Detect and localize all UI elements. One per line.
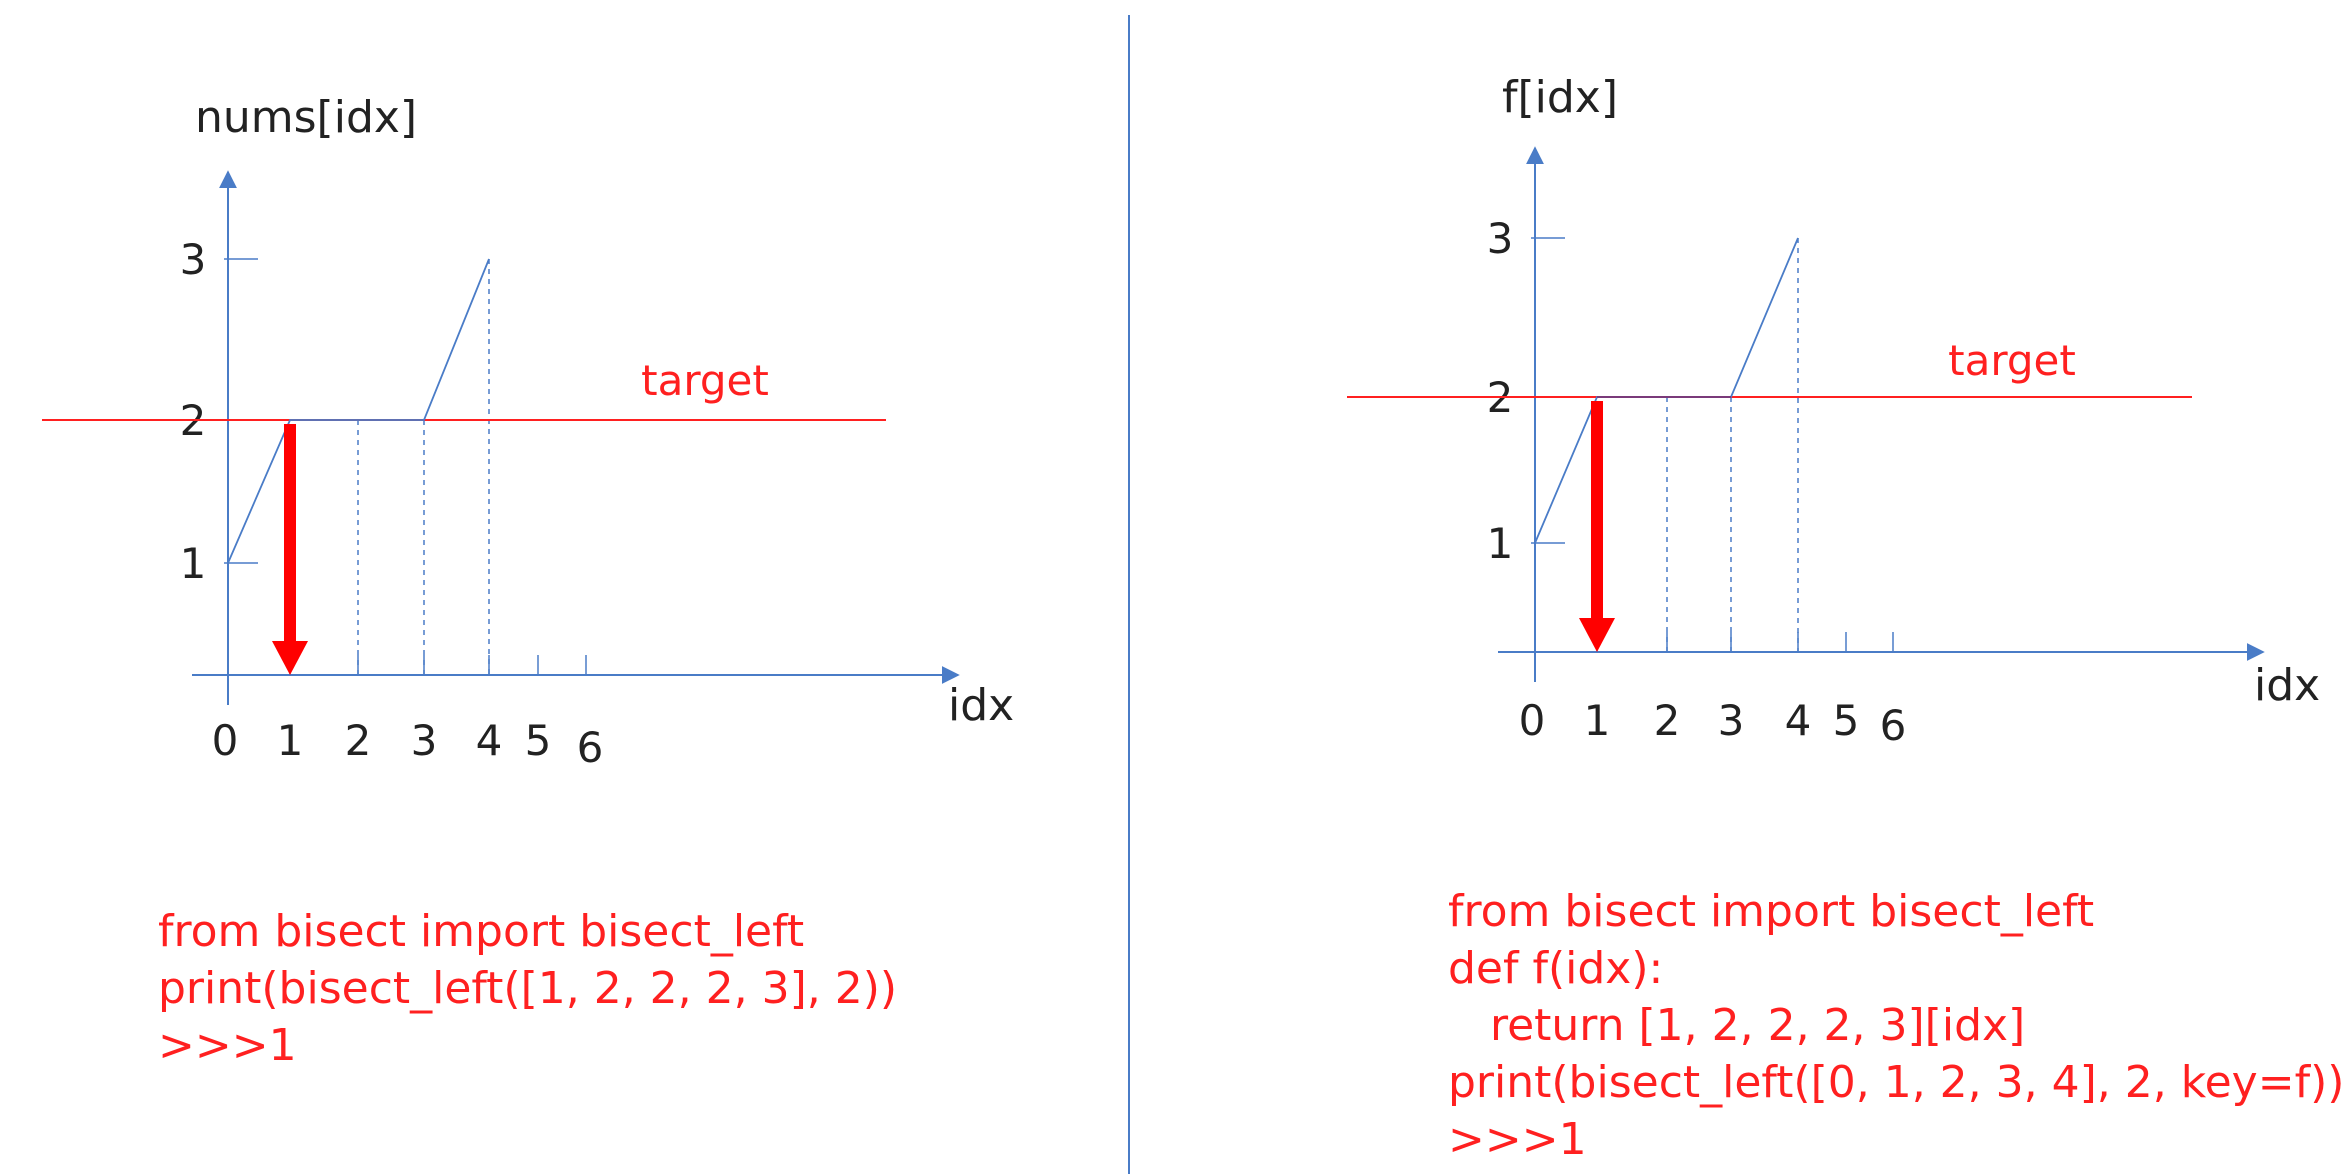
x-tick-label-0: 0 bbox=[212, 716, 239, 765]
x-tick-label-2: 2 bbox=[1654, 696, 1681, 745]
code-line: from bisect import bisect_left bbox=[158, 906, 805, 957]
x-tick-label-0: 0 bbox=[1519, 696, 1546, 745]
code-line: def f(idx): bbox=[1448, 943, 1664, 994]
x-tick-label-4: 4 bbox=[476, 716, 503, 765]
y-tick-label-3: 3 bbox=[180, 235, 207, 284]
x-tick-label-4: 4 bbox=[1785, 696, 1812, 745]
x-axis-label: idx bbox=[948, 680, 1014, 731]
x-tick-label-3: 3 bbox=[1718, 696, 1745, 745]
result-arrow-head bbox=[272, 641, 308, 675]
y-axis-label: nums[idx] bbox=[195, 92, 417, 143]
x-tick-label-5: 5 bbox=[1833, 696, 1860, 745]
y-tick-label-1: 1 bbox=[1487, 519, 1514, 568]
x-tick-label-2: 2 bbox=[345, 716, 372, 765]
code-line: print(bisect_left([1, 2, 2, 2, 3], 2)) bbox=[158, 963, 898, 1014]
result-arrow-head bbox=[1579, 618, 1615, 652]
y-tick-label-1: 1 bbox=[180, 539, 207, 588]
y-tick-label-3: 3 bbox=[1487, 214, 1514, 263]
x-axis-label: idx bbox=[2254, 660, 2320, 711]
code-snippet-left: from bisect import bisect_left print(bise… bbox=[158, 903, 897, 1074]
x-tick-label-5: 5 bbox=[525, 716, 552, 765]
y-axis-label: f[idx] bbox=[1502, 72, 1618, 123]
x-tick-label-6: 6 bbox=[1880, 701, 1907, 750]
code-line: print(bisect_left([0, 1, 2, 3, 4], 2, ke… bbox=[1448, 1057, 2344, 1108]
value-curve bbox=[227, 258, 490, 564]
x-tick-label-1: 1 bbox=[277, 716, 304, 765]
code-line: >>>1 bbox=[158, 1020, 297, 1071]
x-tick-label-6: 6 bbox=[577, 723, 604, 772]
x-tick-label-1: 1 bbox=[1584, 696, 1611, 745]
x-tick-label-3: 3 bbox=[411, 716, 438, 765]
code-line: return [1, 2, 2, 2, 3][idx] bbox=[1448, 1000, 2026, 1051]
code-line: >>>1 bbox=[1448, 1114, 1587, 1165]
target-label: target bbox=[641, 356, 769, 405]
code-line: from bisect import bisect_left bbox=[1448, 886, 2095, 937]
target-label: target bbox=[1948, 336, 2076, 385]
